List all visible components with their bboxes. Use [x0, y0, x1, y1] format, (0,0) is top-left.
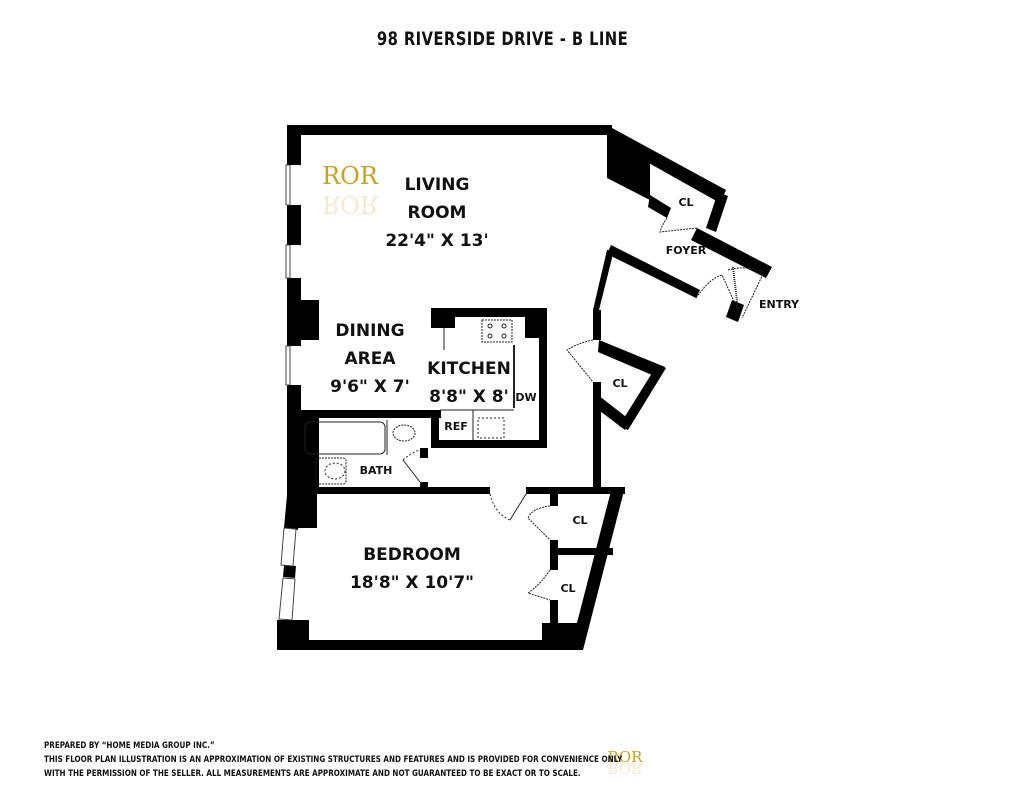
bath-door	[402, 459, 421, 483]
svg-text:ROR: ROR	[322, 162, 379, 190]
bedroom-label: BEDROOM	[363, 545, 461, 565]
bath-label: BATH	[360, 464, 393, 477]
stove	[481, 319, 513, 343]
toilet	[315, 457, 347, 485]
bedroom-door	[509, 493, 527, 521]
svg-text:ROR: ROR	[322, 190, 379, 218]
entry-label: ENTRY	[759, 298, 800, 311]
closet-label-bedroom-1: CL	[572, 514, 587, 527]
living-room-label: LIVING	[405, 175, 470, 195]
dining-area-label-2: AREA	[344, 349, 396, 369]
sink	[392, 424, 416, 442]
dishwasher-label: DW	[515, 391, 536, 404]
svg-text:ROR: ROR	[608, 748, 644, 766]
dining-area-label: DINING	[335, 321, 404, 341]
kitchen-sink	[477, 417, 505, 439]
windows	[278, 164, 297, 621]
kitchen-label: KITCHEN	[427, 359, 511, 379]
footer-disclaimer-line-1: THIS FLOOR PLAN ILLUSTRATION IS AN APPRO…	[44, 755, 623, 765]
foyer-label: FOYER	[666, 244, 707, 257]
living-room-label-2: ROOM	[408, 203, 467, 223]
closet-label-foyer: CL	[678, 196, 693, 209]
plan-title: 98 RIVERSIDE DRIVE - B LINE	[376, 28, 629, 50]
bedroom-dims: 18'8" X 10'7"	[350, 573, 474, 593]
refrigerator-label: REF	[444, 420, 468, 433]
footer-disclaimer-line-2: WITH THE PERMISSION OF THE SELLER. ALL M…	[44, 769, 581, 779]
footer-prepared-by: PREPARED BY “HOME MEDIA GROUP INC.”	[44, 741, 215, 751]
bathtub	[304, 421, 386, 455]
dining-area-dims: 9'6" X 7'	[330, 377, 410, 397]
walls	[277, 125, 772, 650]
footer-ror-logo: ROR ROR	[608, 748, 644, 777]
kitchen-dims: 8'8" X 8'	[429, 387, 509, 407]
closet-label-hall: CL	[612, 377, 627, 390]
fixtures	[304, 217, 765, 601]
living-room-dims: 22'4" X 13'	[385, 231, 488, 251]
disclaimer-footer: PREPARED BY “HOME MEDIA GROUP INC.” THIS…	[44, 739, 622, 781]
ror-logo: ROR ROR	[322, 162, 379, 218]
closet-label-bedroom-2: CL	[560, 582, 575, 595]
svg-text:ROR: ROR	[608, 759, 644, 777]
